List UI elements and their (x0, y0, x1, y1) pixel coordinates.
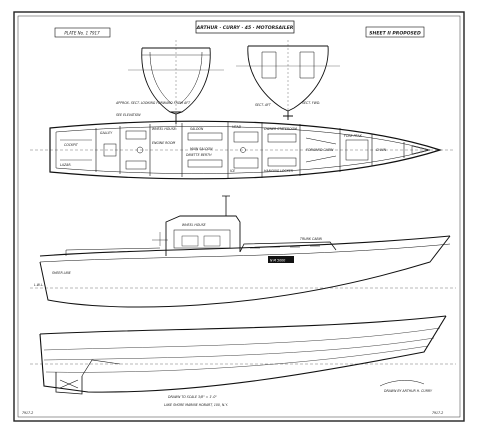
sheet-inner-border (17, 15, 461, 418)
elev-sheer-label: SHEER LINE (52, 271, 71, 275)
designer-note: DRAWN BY ARTHUR H. CURRY (384, 389, 433, 393)
outboard-profile (30, 315, 456, 395)
plan-wheelhouse-label: WHEEL HOUSE (152, 127, 176, 131)
title-box (195, 20, 295, 34)
plan-owner-label: OWNER STATEROOM (264, 127, 297, 131)
sheet-left-box (54, 27, 111, 38)
plan-forward-label: FORWARD CABIN (306, 148, 334, 152)
title-text: ARTHUR · CURRY · 45 · MOTORSAILER (196, 25, 294, 31)
elev-nameplate: N M 5000 (270, 259, 285, 263)
elev-wheelhouse-label: WHEEL HOUSE (182, 223, 206, 227)
sheet-right-label: SHEET II PROPOSED (369, 31, 421, 37)
plan-locker-label: HANGING LOCKER (264, 169, 293, 173)
plan-engine-label: ENGINE ROOM (152, 141, 175, 145)
sheet-left-label: PLATE No. 1 7917 (64, 31, 100, 36)
corner-left-note: 7917-2 (22, 411, 33, 415)
section-right-label-2: SECT. FWD. (302, 101, 320, 105)
plan-saloon2-label: SALOON (190, 127, 204, 131)
section-left-label: APPROX. SECT. LOOKING FORWARD FROM AFT (115, 101, 191, 105)
section-view-right (236, 40, 340, 120)
scale-note: DRAWN TO SCALE 3/8" = 1'-0" (168, 395, 217, 399)
section-note-label: SEE ELEVATION (116, 113, 141, 117)
elev-lwl-label: L.W.L. (34, 283, 43, 287)
section-right-label-1: SECT. AFT (255, 103, 272, 107)
plan-saloon-label: MAIN SALOON (190, 147, 213, 151)
plan-chain-label: CHAIN (376, 148, 387, 152)
plan-lazarette-label: LAZAR. (60, 163, 72, 167)
section-view-left (128, 40, 224, 130)
sheet-border (13, 11, 465, 422)
elev-trunk-label: TRUNK CABIN (300, 237, 323, 241)
office-note: LAKE SHORE MARINE HOBART, 100, N.Y. (164, 403, 228, 407)
plan-forepeak-label: FORE PEAK (344, 134, 363, 138)
plan-dinette-label: DINETTE BERTH (186, 153, 212, 157)
accommodation-plan (30, 120, 455, 180)
corner-right-note: 7917-2 (432, 411, 443, 415)
plan-head-label: HEAD (232, 125, 242, 129)
plan-ice-label: ICE (230, 169, 235, 173)
profile-elevation (30, 195, 456, 308)
sheet-right-box (365, 26, 425, 38)
plan-cockpit-label: COCKPIT (64, 143, 79, 147)
plan-galley-label: GALLEY (100, 131, 113, 135)
